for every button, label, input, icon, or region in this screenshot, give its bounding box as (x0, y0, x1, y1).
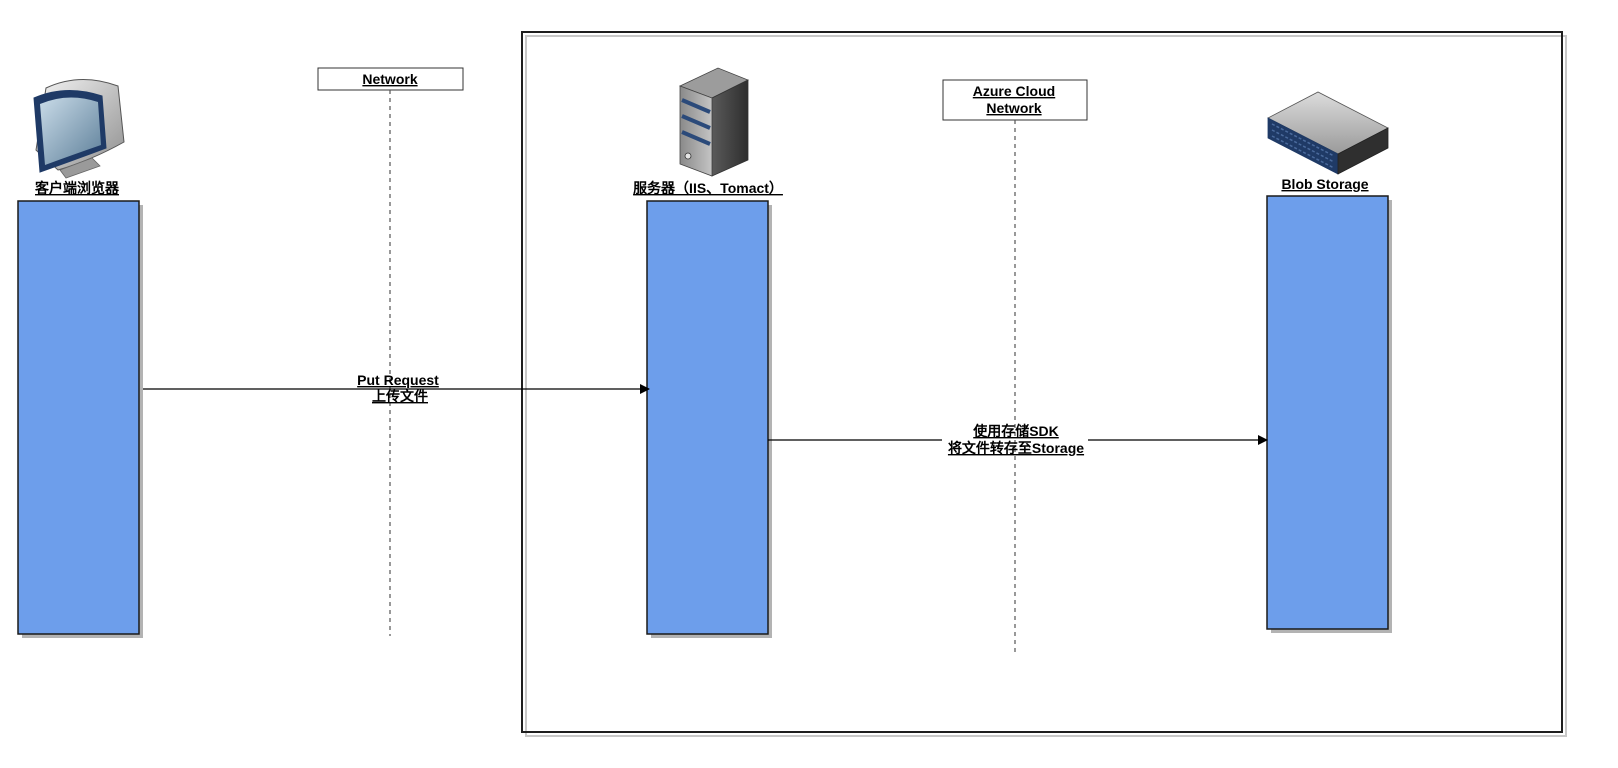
azure-network-label-line1: Azure Cloud (973, 83, 1055, 99)
put-request-label-line2: 上传文件 (372, 388, 428, 404)
server-participant: 服务器（IIS、Tomact） (633, 67, 783, 638)
put-request-label-line1: Put Request (357, 372, 439, 388)
azure-cloud-boundary (521, 31, 1567, 737)
put-request-message: Put Request 上传文件 (143, 372, 650, 404)
sdk-upload-message: 使用存储SDK 将文件转存至Storage (768, 423, 1268, 456)
azure-network-label-box (942, 79, 1088, 121)
client-lifeline (17, 200, 140, 635)
server-lifeline (646, 200, 769, 635)
sdk-upload-label-line2: 将文件转存至Storage (948, 440, 1084, 456)
crt-monitor-icon (33, 78, 125, 179)
azure-network-divider: Azure Cloud Network (942, 79, 1088, 652)
client-participant: 客户端浏览器 (17, 78, 143, 638)
network-divider: Network (317, 67, 464, 636)
network-label: Network (362, 71, 417, 87)
azure-network-label-line2: Network (986, 100, 1041, 116)
storage-lifeline (1266, 195, 1389, 630)
server-tower-icon (678, 67, 749, 177)
storage-label: Blob Storage (1281, 176, 1368, 192)
network-storage-icon (1267, 91, 1389, 175)
client-label: 客户端浏览器 (34, 180, 120, 196)
sdk-upload-label-line1: 使用存储SDK (972, 423, 1059, 439)
storage-participant: Blob Storage (1266, 91, 1392, 633)
server-label: 服务器（IIS、Tomact） (633, 180, 783, 196)
